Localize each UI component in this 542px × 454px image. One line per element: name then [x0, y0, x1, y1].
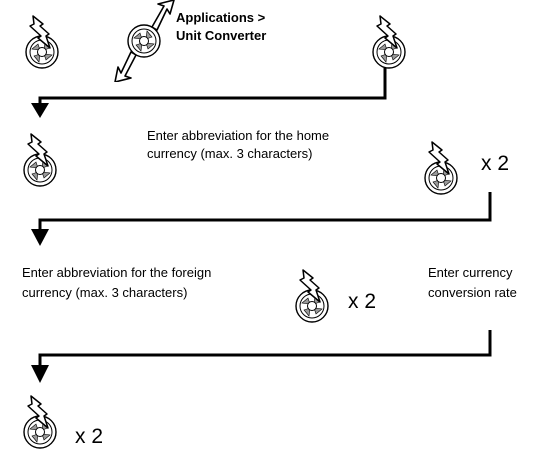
- menu-path-line-1: Applications >: [176, 10, 266, 25]
- home-currency-instruction-line-1: Enter abbreviation for the home: [147, 128, 330, 143]
- joystick-navigate-icon: [114, 0, 175, 82]
- foreign-currency-instruction-line-1: Enter abbreviation for the foreign: [22, 265, 212, 280]
- conversion-rate-instruction-line-2: conversion rate: [428, 285, 517, 300]
- connector-2: [38, 192, 492, 230]
- home-currency-instruction-line-2: currency (max. 3 characters): [147, 146, 313, 161]
- joystick-press-icon: [424, 141, 458, 195]
- conversion-rate-instruction-line-1: Enter currency: [428, 265, 513, 280]
- final-repeat: x 2: [75, 425, 104, 448]
- connector-1: [38, 68, 387, 104]
- foreign-currency-instruction-line-2: currency (max. 3 characters): [22, 285, 188, 300]
- foreign-currency-repeat: x 2: [348, 290, 377, 313]
- arrow-down-3: [31, 365, 49, 383]
- arrow-down-2: [31, 229, 49, 246]
- joystick-press-icon: [295, 269, 329, 323]
- joystick-press-icon: [372, 15, 406, 69]
- joystick-press-icon: [23, 395, 57, 449]
- home-currency-repeat: x 2: [481, 152, 510, 175]
- joystick-press-icon: [23, 133, 57, 187]
- arrow-down-1: [31, 103, 49, 118]
- connector-3: [38, 330, 492, 366]
- joystick-press-icon: [25, 15, 59, 69]
- menu-path-line-2: Unit Converter: [176, 28, 267, 43]
